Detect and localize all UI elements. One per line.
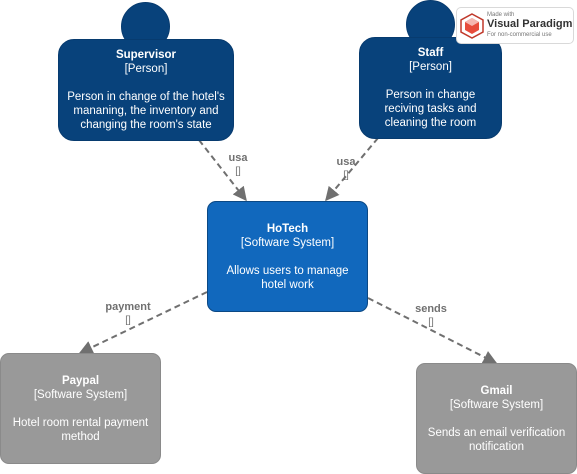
- edge-staff-to-hotech: [325, 137, 379, 202]
- supervisor-name: Supervisor: [115, 49, 177, 61]
- paypal-description: Hotel room rental payment method: [12, 416, 149, 443]
- watermark-brand: Visual Paradigm: [487, 18, 573, 30]
- supervisor-description: Person in change of the hotel's mananing…: [67, 91, 225, 131]
- edge-label-staff-to-hotech: usa []: [337, 156, 356, 182]
- edge-technology: []: [428, 317, 434, 328]
- edge-label-text: sends: [415, 303, 447, 315]
- edge-hotech-to-paypal: [78, 291, 208, 354]
- edge-label-text: payment: [105, 301, 151, 313]
- gmail-name: Gmail: [480, 384, 513, 397]
- paypal-name: Paypal: [61, 374, 100, 387]
- edge-supervisor-to-hotech: [198, 139, 247, 202]
- hotech-description: Allows users to manage hotel work: [226, 264, 349, 291]
- gmail-description: Sends an email verification notification: [427, 426, 566, 453]
- edge-label-hotech-to-paypal: payment []: [105, 301, 150, 327]
- visual-paradigm-logo-icon: [460, 13, 484, 39]
- watermark-made-with: Made with: [487, 12, 515, 18]
- staff-node[interactable]: Staff [Person] Person in change reciving…: [359, 37, 502, 139]
- edge-label-text: usa: [228, 152, 248, 164]
- staff-type: [Person]: [409, 61, 452, 73]
- edge-technology: []: [125, 315, 131, 326]
- paypal-node[interactable]: Paypal [Software System] Hotel room rent…: [0, 353, 161, 464]
- hotech-type: [Software System]: [240, 236, 335, 249]
- edge-label-text: usa: [336, 156, 356, 168]
- edge-label-supervisor-to-hotech: usa []: [229, 152, 248, 178]
- gmail-node[interactable]: Gmail [Software System] Sends an email v…: [416, 363, 577, 474]
- watermark-license: For non-commercial use: [487, 32, 552, 38]
- edge-technology: []: [343, 170, 349, 181]
- edge-technology: []: [235, 166, 241, 177]
- edge-hotech-to-gmail: [367, 297, 498, 364]
- supervisor-type: [Person]: [124, 63, 168, 75]
- hotech-name: HoTech: [266, 222, 309, 235]
- visual-paradigm-watermark: Made with Visual Paradigm For non-commer…: [456, 7, 574, 44]
- supervisor-node[interactable]: Supervisor [Person] Person in change of …: [58, 39, 234, 141]
- paypal-type: [Software System]: [33, 388, 128, 401]
- hotech-node[interactable]: HoTech [Software System] Allows users to…: [207, 201, 368, 312]
- edge-label-hotech-to-gmail: sends []: [415, 303, 447, 329]
- staff-description: Person in change reciving tasks and clea…: [384, 89, 477, 129]
- gmail-type: [Software System]: [449, 398, 544, 411]
- staff-name: Staff: [417, 47, 444, 59]
